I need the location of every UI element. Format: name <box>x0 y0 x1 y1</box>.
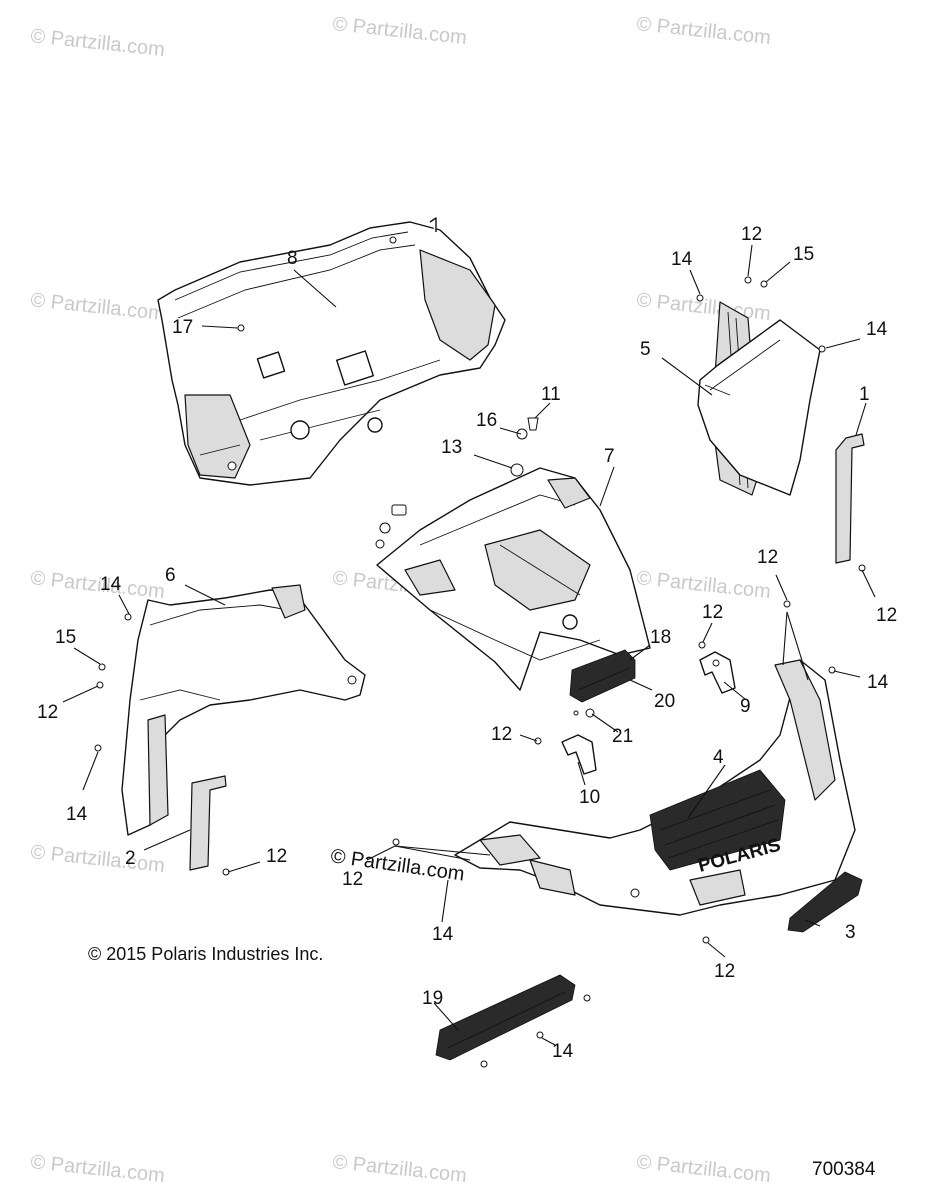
callout-14: 14 <box>866 319 888 340</box>
watermark: © Partzilla.com <box>331 13 467 49</box>
callout-18: 18 <box>650 627 671 648</box>
loose-fasteners <box>94 236 866 1068</box>
part-6-left-side-panel <box>121 584 366 836</box>
part-8-front-cab-panel <box>157 217 506 486</box>
callout-1: 1 <box>859 384 870 405</box>
callout-21: 21 <box>612 726 633 747</box>
part-4-front-bumper: POLARIS <box>454 659 856 916</box>
part-7-hood-panel <box>376 467 651 691</box>
hood-fasteners <box>375 417 539 549</box>
callout-2: 2 <box>125 848 136 869</box>
watermark-layer: © Partzilla.com © Partzilla.com © Partzi… <box>29 13 771 1187</box>
diagram-reference-number: 700384 <box>812 1159 876 1180</box>
watermark: © Partzilla.com <box>29 289 165 325</box>
callout-13: 13 <box>441 437 462 458</box>
callout-16: 16 <box>476 410 497 431</box>
callout-12: 12 <box>741 224 762 245</box>
watermark: © Partzilla.com <box>635 1151 771 1187</box>
callout-12: 12 <box>342 869 363 890</box>
callout-11: 11 <box>541 384 561 405</box>
copyright-notice: © 2015 Polaris Industries Inc. <box>88 944 323 964</box>
callout-15: 15 <box>55 627 76 648</box>
callout-14: 14 <box>867 672 889 693</box>
callout-6: 6 <box>165 565 176 586</box>
part-18-small-grille <box>569 649 636 703</box>
callout-14: 14 <box>100 574 122 595</box>
part-9-bracket <box>699 651 736 694</box>
callout-5: 5 <box>640 339 651 360</box>
callout-8: 8 <box>287 248 298 269</box>
watermark: © Partzilla.com <box>29 1151 165 1187</box>
callout-3: 3 <box>845 922 856 943</box>
part-2-strip <box>189 775 227 871</box>
watermark: © Partzilla.com <box>29 25 165 61</box>
part-1-bracket <box>835 433 865 564</box>
callout-12: 12 <box>491 724 512 745</box>
callout-4: 4 <box>713 747 724 768</box>
callout-17: 17 <box>172 317 193 338</box>
callout-12: 12 <box>757 547 778 568</box>
callout-12: 12 <box>702 602 723 623</box>
callout-19: 19 <box>422 988 443 1009</box>
callout-12: 12 <box>714 961 735 982</box>
callout-10: 10 <box>579 787 600 808</box>
callout-14: 14 <box>66 804 88 825</box>
leader-lines <box>62 244 876 1046</box>
part-19-lower-grille <box>435 974 576 1061</box>
watermark: © Partzilla.com <box>29 567 165 603</box>
watermark: © Partzilla.com <box>635 567 771 603</box>
watermark: © Partzilla.com <box>29 841 165 877</box>
part-10-bracket <box>561 734 597 775</box>
callout-12: 12 <box>37 702 58 723</box>
watermark: © Partzilla.com <box>331 1151 467 1187</box>
callout-7: 7 <box>604 446 615 467</box>
callout-15: 15 <box>793 244 814 265</box>
callout-12: 12 <box>266 846 287 867</box>
watermark: © Partzilla.com <box>635 13 771 49</box>
part-3-grille <box>787 871 863 933</box>
callout-14: 14 <box>552 1041 574 1062</box>
part-5-right-side-panel <box>697 301 821 496</box>
callout-12: 12 <box>876 605 897 626</box>
callout-14: 14 <box>432 924 454 945</box>
watermark: © Partzilla.com <box>635 289 771 325</box>
callout-14: 14 <box>671 249 693 270</box>
callout-9: 9 <box>740 696 751 717</box>
callout-labels: 8 17 14 12 15 14 5 1 12 11 16 13 7 6 14 … <box>37 224 897 1062</box>
callout-20: 20 <box>654 691 675 712</box>
